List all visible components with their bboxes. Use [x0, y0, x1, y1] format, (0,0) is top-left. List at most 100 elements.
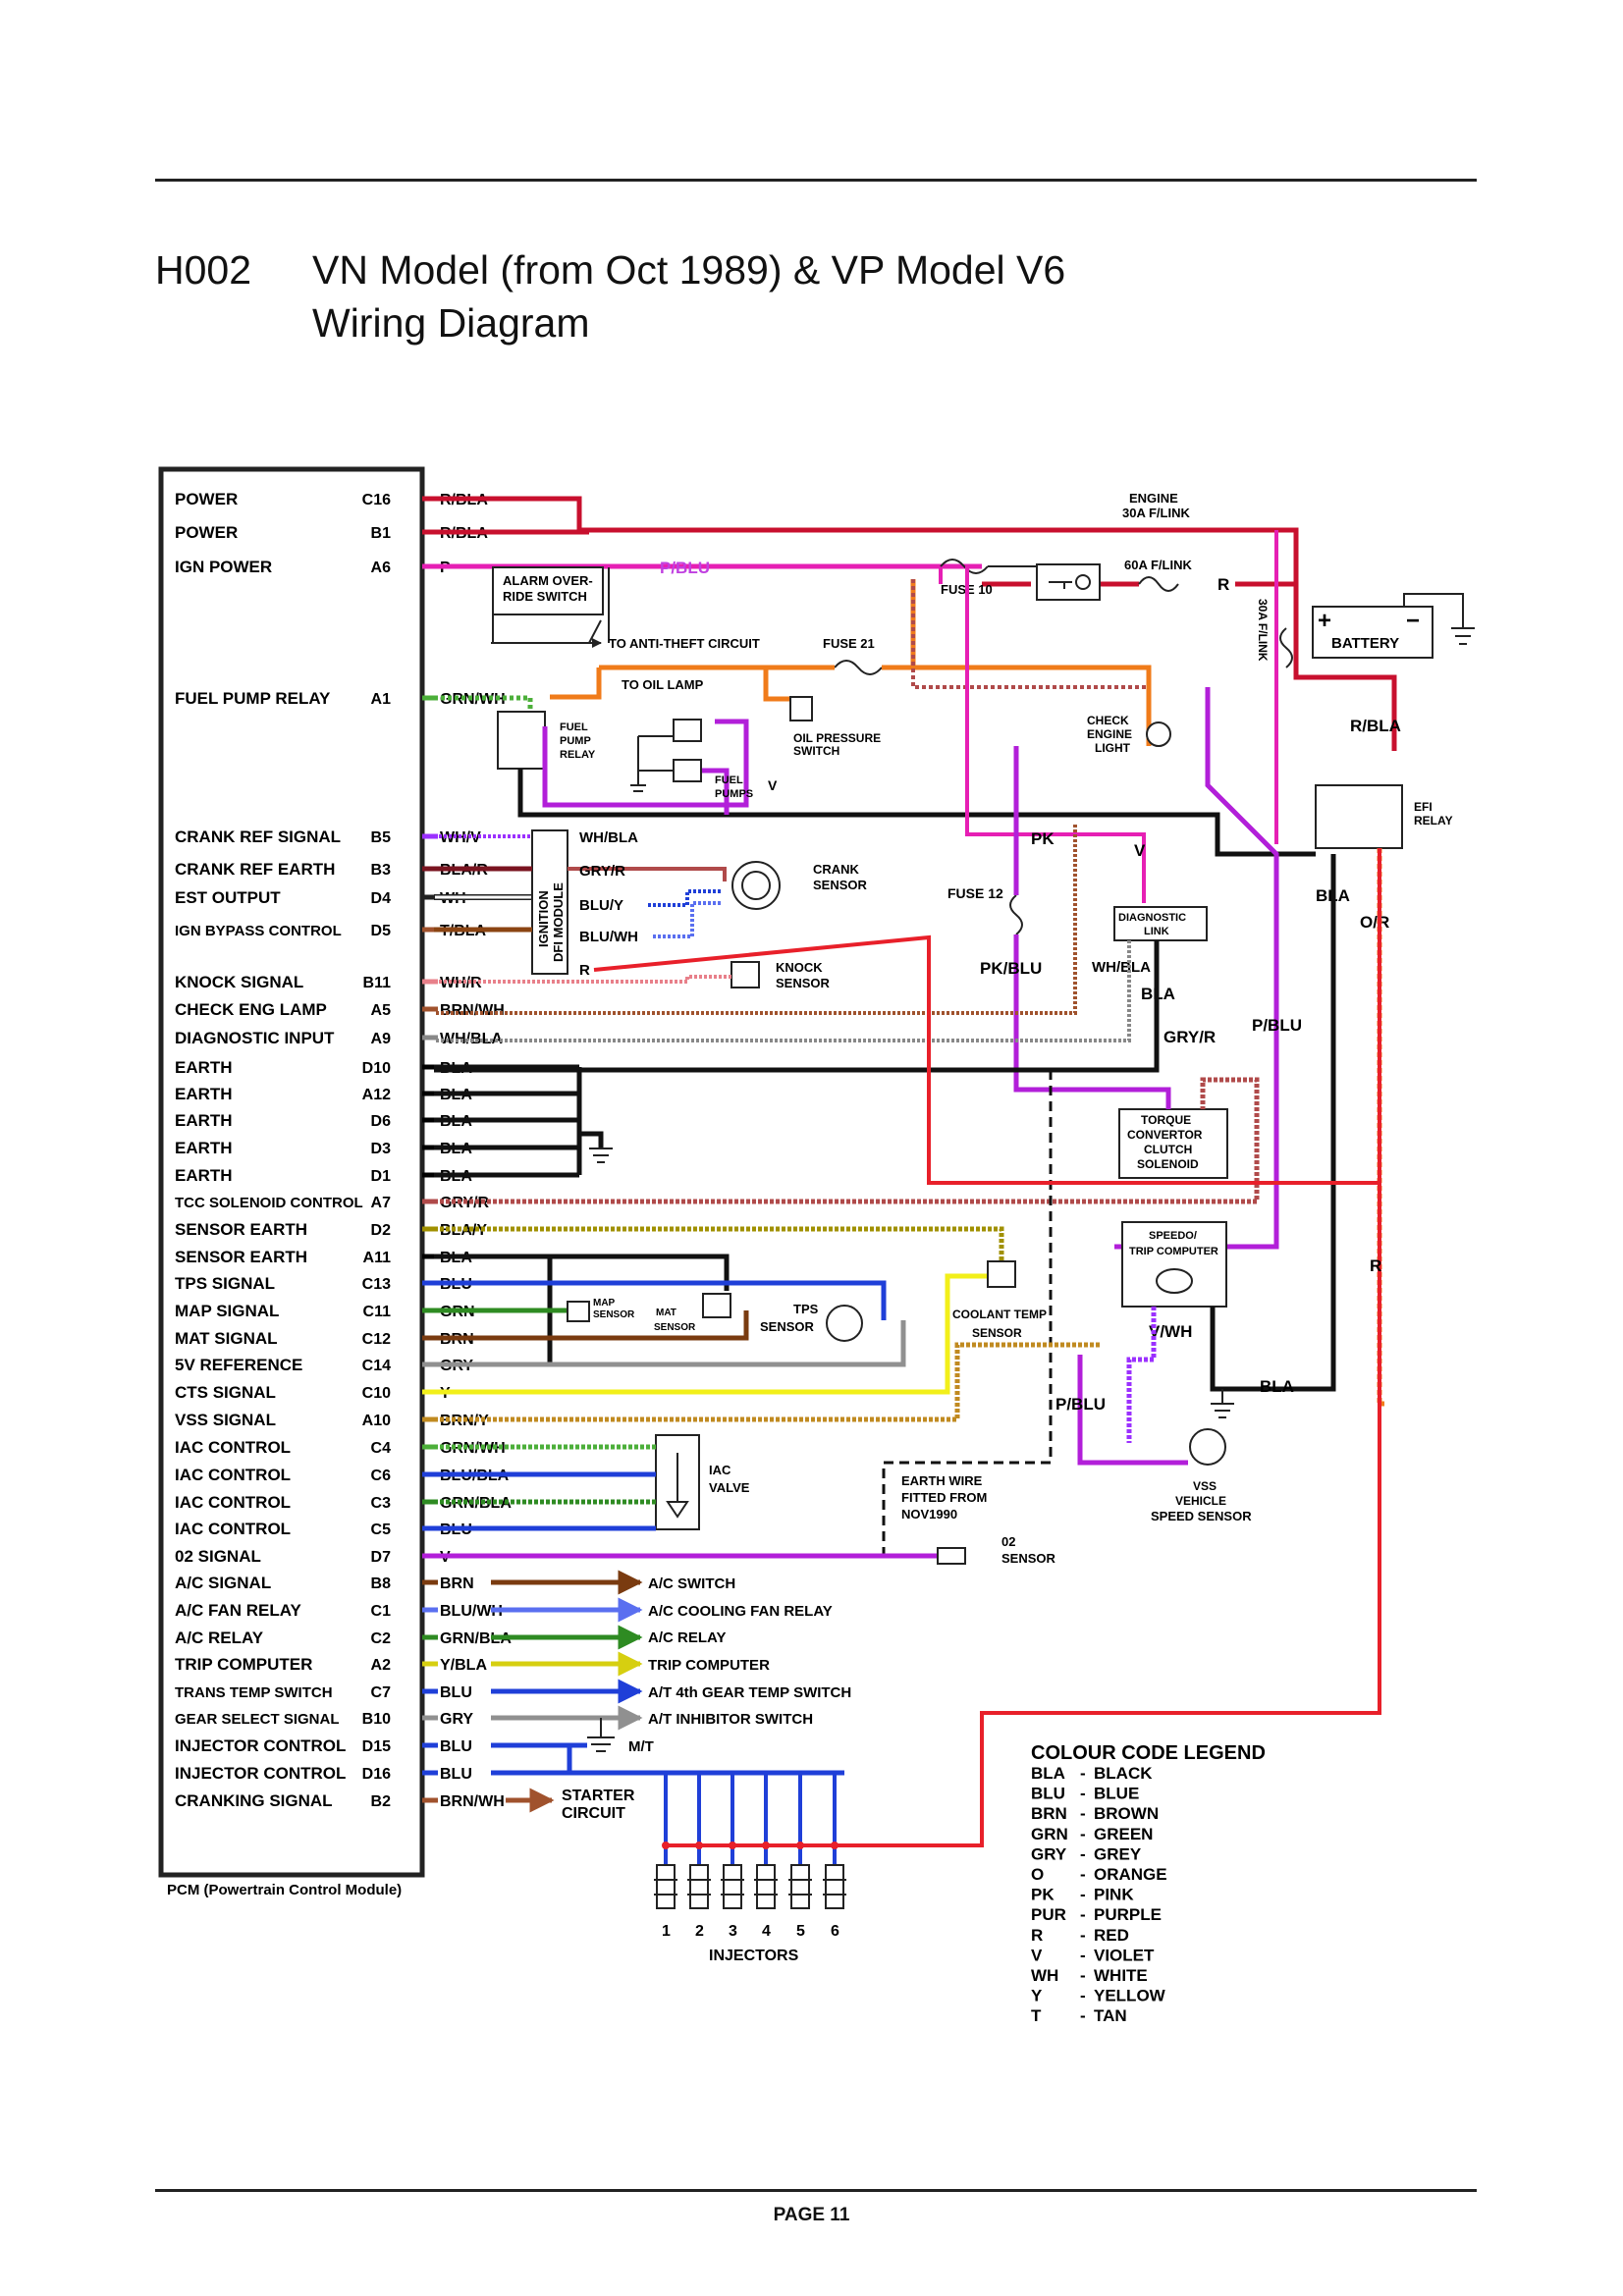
pk-blu-label: PK/BLU [980, 959, 1042, 978]
bla-label-3: BLA [1260, 1377, 1294, 1396]
dest-trip-computer: TRIP COMPUTER [648, 1657, 770, 1674]
r-label-dfi: R [579, 962, 590, 979]
tps-label-2: SENSOR [760, 1319, 815, 1334]
fuel-pump-1 [673, 719, 702, 742]
pcm-pin-label: DIAGNOSTIC INPUT [175, 1029, 335, 1047]
pcm-caption: PCM (Powertrain Control Module) [167, 1882, 402, 1898]
injector-node [662, 1842, 670, 1849]
pcm-pin-code: C13 [362, 1276, 391, 1293]
mat-label-2: SENSOR [654, 1322, 696, 1333]
injector-body [825, 1864, 844, 1909]
tcc-label-2: CONVERTOR [1127, 1128, 1203, 1142]
pcm-pin-label: KNOCK SIGNAL [175, 973, 303, 991]
pcm-pin-label: TPS SIGNAL [175, 1274, 275, 1293]
pcm-pin-label: EST OUTPUT [175, 888, 281, 907]
o2-label-2: SENSOR [1001, 1551, 1056, 1566]
legend-name: BLACK [1094, 1764, 1153, 1783]
injectors-label: INJECTORS [709, 1948, 799, 1964]
pcm-pin-label: IGN POWER [175, 558, 272, 576]
mat-sensor [702, 1293, 731, 1318]
pcm-pin-label: 5V REFERENCE [175, 1356, 302, 1374]
page-number: PAGE 11 [773, 2205, 850, 2225]
legend-code: T [1031, 2006, 1042, 2025]
pcm-pin-code: C7 [371, 1684, 392, 1701]
pcm-pin-code: B11 [363, 975, 392, 991]
legend-dash: - [1080, 1886, 1086, 1904]
battery-earth-icon [1403, 593, 1475, 645]
tps-sensor [826, 1305, 863, 1342]
legend-code: BLU [1031, 1785, 1065, 1803]
pcm-pin-label: INJECTOR CONTROL [175, 1736, 346, 1755]
ignition-dfi-module [531, 829, 568, 975]
crank-sensor-label-1: CRANK [813, 862, 860, 877]
pcm-wire-code: BLU/WH [440, 1603, 503, 1620]
pcm-pin-code: C6 [371, 1468, 392, 1484]
diagnostic-link [1113, 906, 1208, 941]
legend-code: GRN [1031, 1825, 1068, 1843]
injector-number: 4 [762, 1923, 771, 1940]
pcm-pin-label: SENSOR EARTH [175, 1248, 307, 1266]
legend-code: BLA [1031, 1764, 1065, 1783]
legend-name: TAN [1094, 2006, 1127, 2025]
oil-pressure-switch [789, 696, 813, 721]
pcm-pin-code: C5 [371, 1522, 392, 1538]
pcm-pin-code: A7 [371, 1195, 392, 1211]
legend-dash: - [1080, 1926, 1086, 1945]
pcm-pin-label: EARTH [175, 1166, 233, 1185]
earth-wire-label-3: NOV1990 [901, 1507, 957, 1522]
diag-link-label-1: DIAGNOSTIC [1118, 912, 1186, 924]
legend-title: COLOUR CODE LEGEND [1031, 1742, 1266, 1764]
legend-code: WH [1031, 1966, 1058, 1985]
vss-label-1: VSS [1193, 1479, 1217, 1493]
tcc-label-4: SOLENOID [1137, 1157, 1199, 1171]
injector-node [831, 1842, 839, 1849]
vss-sensor [1189, 1428, 1226, 1466]
diagram-title-line1: VN Model (from Oct 1989) & VP Model V6 [312, 247, 1066, 293]
coolant-label-1: COOLANT TEMP [952, 1308, 1047, 1321]
pcm-pin-code: A12 [362, 1087, 391, 1103]
engine-link-2: 30A F/LINK [1122, 506, 1190, 520]
tcc-label-3: CLUTCH [1144, 1143, 1192, 1156]
dest-ac-relay: A/C RELAY [648, 1629, 726, 1646]
fuse10-icon [940, 559, 989, 574]
legend-dash: - [1080, 1987, 1086, 2005]
injector-node [796, 1842, 804, 1849]
alarm-label-2: RIDE SWITCH [503, 589, 587, 604]
pcm-pin-label: EARTH [175, 1111, 233, 1130]
iac-label-1: IAC [709, 1463, 731, 1477]
fuse12-icon [1009, 894, 1023, 935]
pcm-pin-code: C12 [362, 1331, 391, 1348]
injector-node [729, 1842, 736, 1849]
r-label-right: R [1370, 1256, 1381, 1275]
pcm-wire-code: GRN/BLA [440, 1630, 512, 1647]
pcm-pin-code: A9 [371, 1031, 392, 1047]
engine-link-1: ENGINE [1129, 491, 1178, 506]
pcm-pin-code: A11 [363, 1250, 392, 1266]
legend-name: PURPLE [1094, 1905, 1162, 1924]
pcm-pin-label: IAC CONTROL [175, 1438, 291, 1457]
dfi-label-2: DFI MODULE [551, 882, 566, 962]
destination-wires [491, 1570, 643, 1813]
pcm-pin-code: C4 [371, 1440, 392, 1457]
pcm-pin-code: B10 [362, 1711, 391, 1728]
dest-trans-temp: A/T 4th GEAR TEMP SWITCH [648, 1684, 851, 1701]
legend-dash: - [1080, 1764, 1086, 1783]
pcm-pin-code: D1 [371, 1168, 392, 1185]
pcm-pin-code: D10 [362, 1060, 391, 1077]
legend-name: GREEN [1094, 1825, 1153, 1843]
injector-number: 5 [796, 1923, 805, 1940]
pcm-pin-label: MAP SIGNAL [175, 1302, 279, 1320]
alarm-label-1: ALARM OVER- [503, 573, 593, 588]
pcm-wire-code: GRN/WH [440, 691, 506, 708]
efi-relay [1315, 784, 1403, 849]
diag-link-label-2: LINK [1144, 926, 1169, 937]
pcm-pin-code: A5 [371, 1002, 392, 1019]
pcm-pin-code: C2 [371, 1630, 392, 1647]
pcm-wire-code: BLU [440, 1766, 472, 1783]
check-engine-label-1: CHECK [1087, 714, 1129, 727]
check-engine-label-3: LIGHT [1095, 741, 1131, 755]
dest-ac-fan-relay: A/C COOLING FAN RELAY [648, 1603, 833, 1620]
efi-relay-label-1: EFI [1414, 800, 1433, 814]
r-bla-label: R/BLA [1350, 717, 1401, 735]
